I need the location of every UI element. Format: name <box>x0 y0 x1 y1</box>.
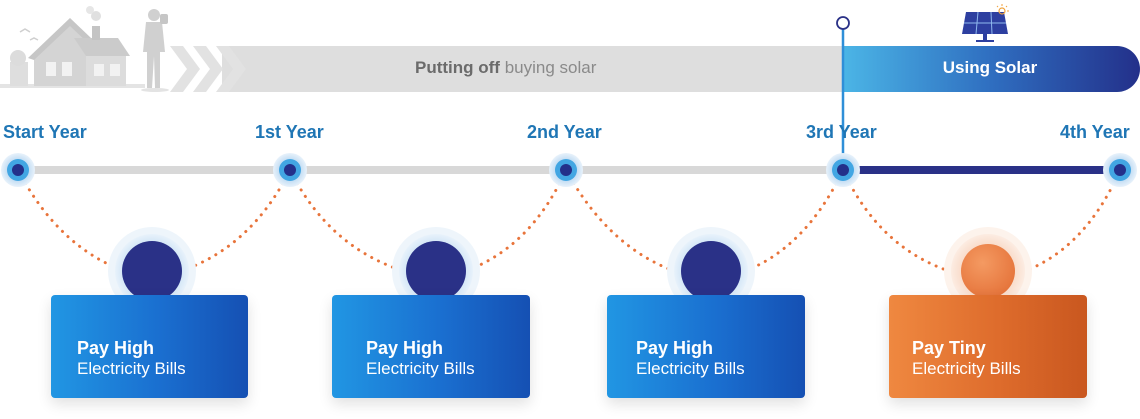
year-node <box>1 153 35 187</box>
year-node <box>273 153 307 187</box>
bill-circle-high <box>667 227 755 315</box>
delay-banner-label: Putting off buying solar <box>415 56 596 80</box>
person-icon <box>141 9 169 92</box>
delay-banner-rest: buying solar <box>499 58 597 77</box>
year-label-2: 2nd Year <box>527 122 602 142</box>
chevron-arrows-icon <box>170 46 246 92</box>
year-label-start: Start Year <box>3 122 87 142</box>
bill-card-title: Pay High <box>636 338 714 358</box>
bill-card-title: Pay Tiny <box>912 338 986 358</box>
bill-circle-high <box>108 227 196 315</box>
year-nodes <box>1 153 1137 187</box>
bill-card-title: Pay High <box>77 338 155 358</box>
year-node <box>826 153 860 187</box>
year-node <box>549 153 583 187</box>
solar-banner <box>843 46 1140 92</box>
solar-banner-label: Using Solar <box>942 58 1038 77</box>
bill-card-year3: Pay Tiny Electricity Bills <box>889 295 1087 398</box>
bill-card-year1: Pay High Electricity Bills <box>332 295 530 398</box>
bill-card-subtitle: Electricity Bills <box>77 359 186 378</box>
bill-card-year2: Pay High Electricity Bills <box>607 295 805 398</box>
timeline-track <box>18 166 1120 174</box>
bill-card-subtitle: Electricity Bills <box>912 359 1021 378</box>
bill-circle-tiny <box>944 227 1032 315</box>
year-label-3: 3rd Year <box>806 122 877 142</box>
bill-card-subtitle: Electricity Bills <box>636 359 745 378</box>
bill-card-subtitle: Electricity Bills <box>366 359 475 378</box>
year-node <box>1103 153 1137 187</box>
year-label-4: 4th Year <box>1060 122 1130 142</box>
year-label-1: 1st Year <box>255 122 324 142</box>
delay-banner <box>222 46 862 92</box>
delay-banner-bold: Putting off <box>415 58 500 77</box>
bill-circles <box>108 227 1032 315</box>
bill-card-start: Pay High Electricity Bills <box>51 295 248 398</box>
house-icon <box>0 6 145 88</box>
bill-card-title: Pay High <box>366 338 444 358</box>
solar-panel-icon <box>962 4 1009 42</box>
solar-start-marker <box>836 16 850 170</box>
bill-circle-high <box>392 227 480 315</box>
